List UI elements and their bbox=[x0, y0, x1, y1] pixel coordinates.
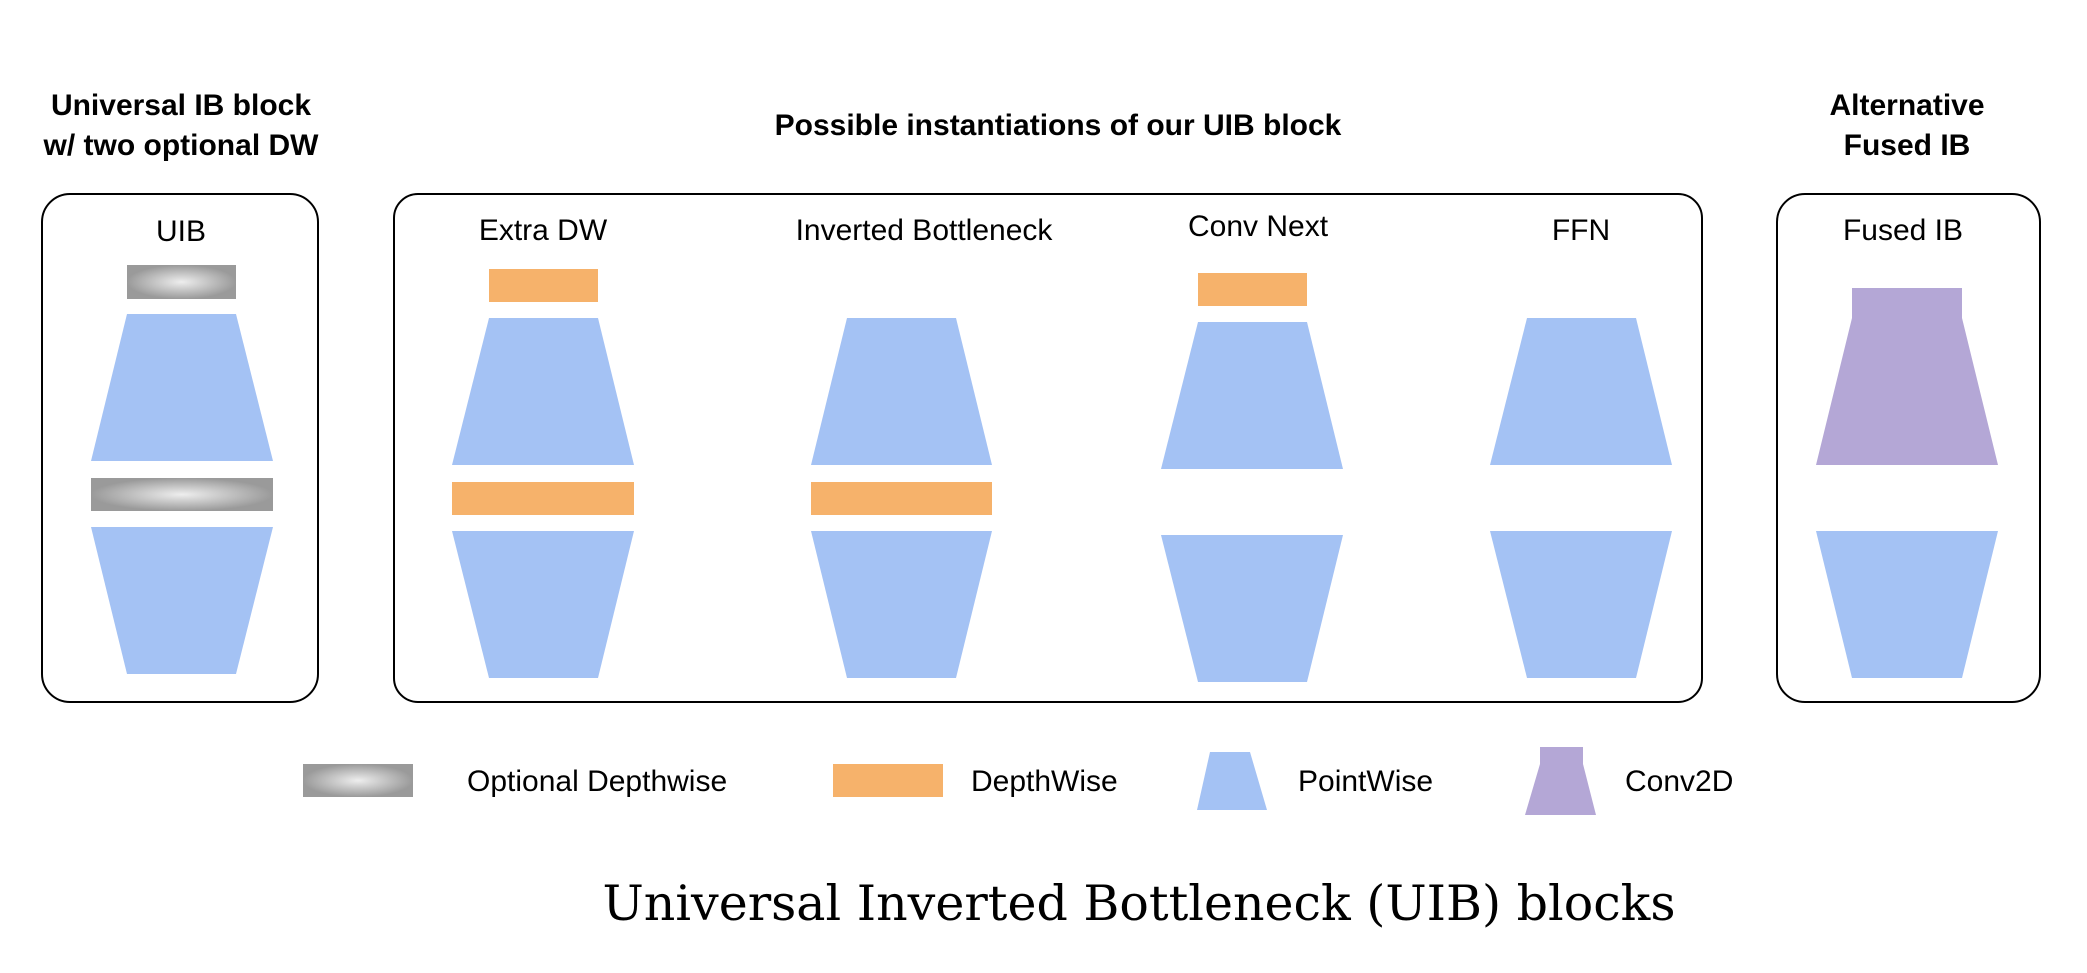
conv-next-label: Conv Next bbox=[1188, 210, 1329, 243]
ffn-pointwise-project bbox=[1490, 531, 1672, 678]
instantiations-panel bbox=[393, 193, 1703, 703]
legend-pointwise-swatch bbox=[1197, 752, 1267, 810]
ffn-label: FFN bbox=[1552, 214, 1610, 247]
legend-pointwise-label: PointWise bbox=[1298, 765, 1433, 798]
extra-dw-depthwise-middle bbox=[452, 482, 634, 515]
fused-ib-pointwise-project bbox=[1816, 531, 1998, 678]
conv-next-pointwise-project bbox=[1161, 535, 1343, 682]
extra-dw-depthwise-top bbox=[489, 269, 598, 302]
right-heading-line2: Fused IB bbox=[1844, 129, 1971, 162]
middle-heading: Possible instantiations of our UIB block bbox=[775, 109, 1342, 142]
extra-dw-pointwise-project bbox=[452, 531, 634, 678]
ffn-pointwise-expand bbox=[1490, 318, 1672, 465]
uib-pointwise-project bbox=[91, 527, 273, 674]
ib-pointwise-expand bbox=[811, 318, 992, 465]
legend-optional-depthwise-label: Optional Depthwise bbox=[467, 765, 727, 798]
legend-depthwise-swatch bbox=[833, 764, 943, 797]
uib-panel bbox=[41, 193, 319, 703]
uib-optional-dw-top bbox=[127, 265, 236, 299]
ib-pointwise-project bbox=[811, 531, 992, 678]
legend-depthwise-label: DepthWise bbox=[971, 765, 1118, 798]
extra-dw-pointwise-expand bbox=[452, 318, 634, 465]
ib-depthwise-middle bbox=[811, 482, 992, 515]
fused-ib-conv2d bbox=[1816, 288, 1998, 465]
legend-conv2d-swatch bbox=[1525, 747, 1596, 815]
conv-next-depthwise-top bbox=[1198, 273, 1307, 306]
conv-next-pointwise-expand bbox=[1161, 322, 1343, 469]
uib-label: UIB bbox=[156, 215, 206, 248]
figure-caption: Universal Inverted Bottleneck (UIB) bloc… bbox=[603, 875, 1676, 932]
inverted-bottleneck-label: Inverted Bottleneck bbox=[796, 214, 1054, 247]
left-heading-line1: Universal IB block bbox=[51, 89, 311, 122]
fused-ib-panel bbox=[1776, 193, 2041, 703]
uib-optional-dw-middle bbox=[91, 478, 273, 511]
right-heading-line1: Alternative bbox=[1829, 89, 1984, 122]
legend-optional-depthwise-swatch bbox=[303, 764, 413, 797]
legend-conv2d-label: Conv2D bbox=[1625, 765, 1733, 798]
uib-pointwise-expand bbox=[91, 314, 273, 461]
left-heading-line2: w/ two optional DW bbox=[43, 129, 320, 162]
fused-ib-label: Fused IB bbox=[1843, 214, 1963, 247]
extra-dw-label: Extra DW bbox=[479, 214, 608, 247]
